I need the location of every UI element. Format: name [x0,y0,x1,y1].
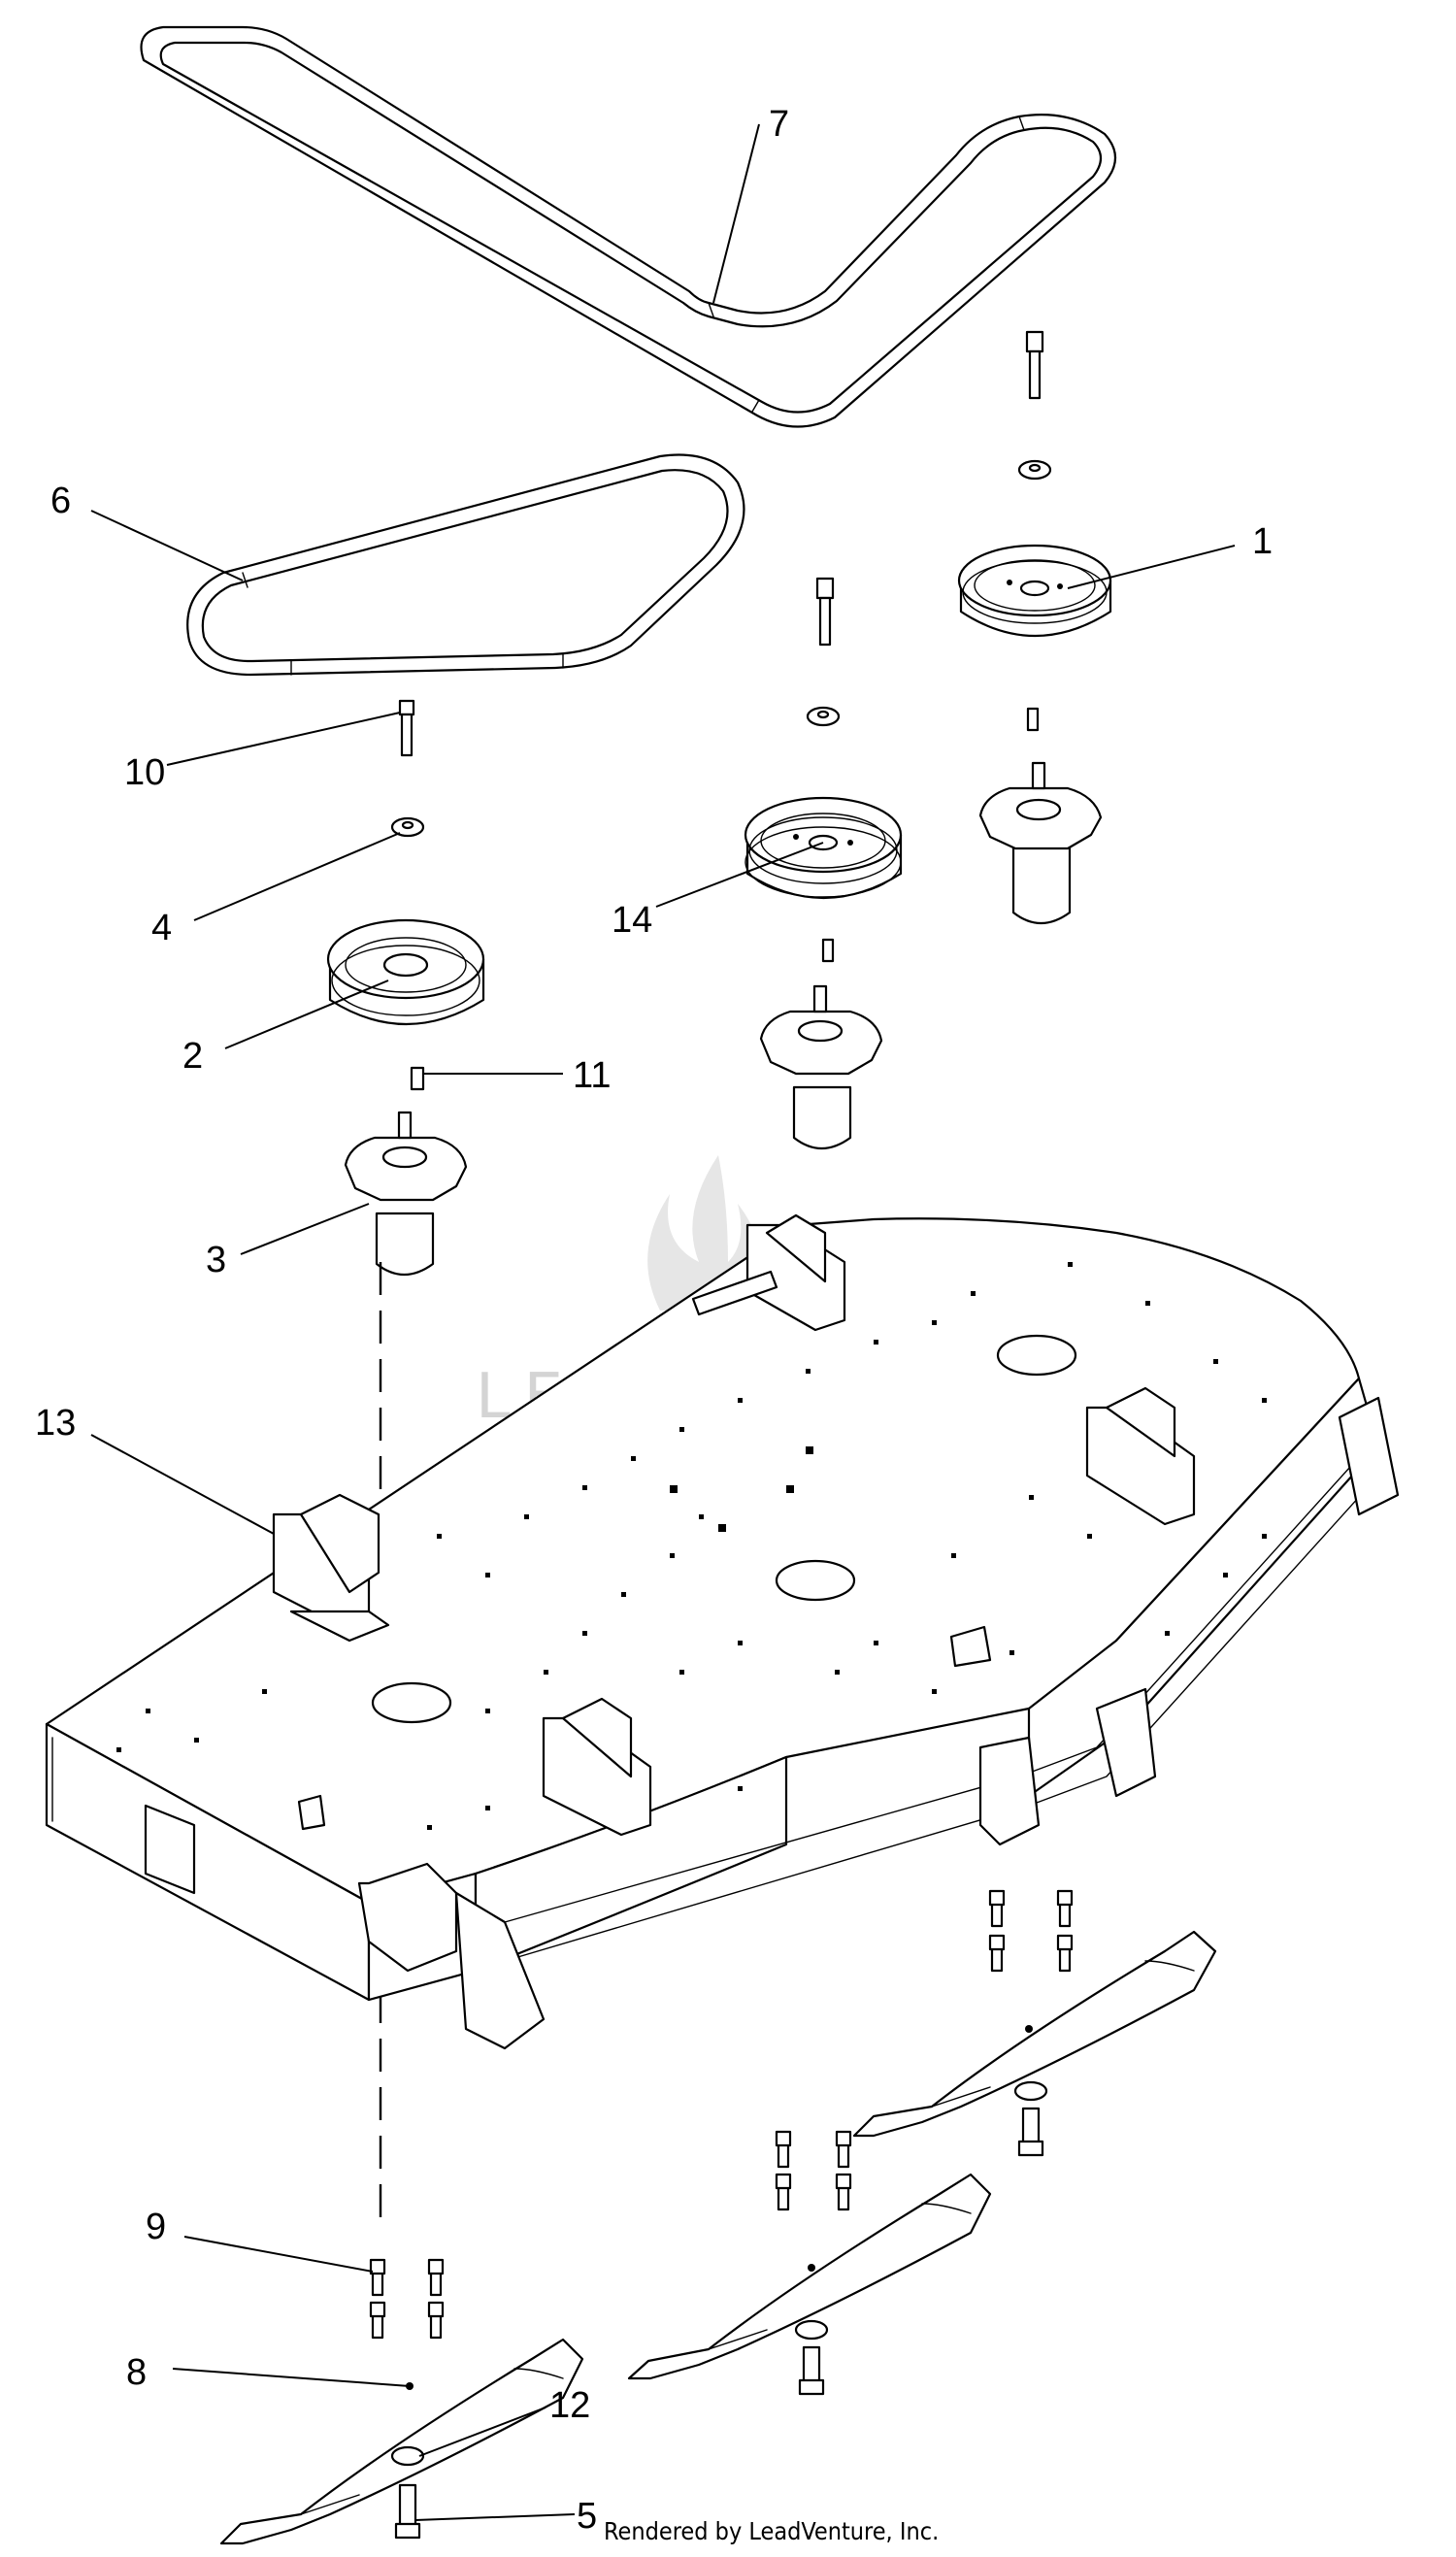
right-spindle-stack [957,330,1112,924]
callout-8: 8 [126,2352,147,2393]
callouts: 1 2 3 4 5 6 7 8 9 10 11 12 13 14 [35,104,1273,2537]
blade-bolts [369,1889,1074,2540]
callout-4: 4 [151,908,172,948]
callout-12: 12 [549,2385,590,2426]
credit-text: Rendered by LeadVenture, Inc. [604,2517,939,2545]
blade-left-part-8 [219,2338,584,2545]
callout-14: 14 [612,900,652,941]
leader-lines [90,123,1236,2521]
callout-6: 6 [50,481,71,521]
part-6-small-belt [186,453,745,677]
blade-right-lower [627,2173,992,2380]
callout-2: 2 [182,1036,203,1077]
mower-deck [45,1213,1400,2050]
callout-9: 9 [146,2207,166,2247]
callout-5: 5 [577,2496,597,2537]
part-7-large-belt [140,25,1117,428]
blade-right-upper [852,1930,1217,2138]
callout-3: 3 [206,1240,226,1280]
callout-7: 7 [769,104,789,145]
callout-10: 10 [124,752,165,793]
callout-13: 13 [35,1403,76,1444]
callout-11: 11 [573,1055,611,1096]
left-spindle-stack [326,699,485,1276]
callout-1: 1 [1252,521,1273,562]
